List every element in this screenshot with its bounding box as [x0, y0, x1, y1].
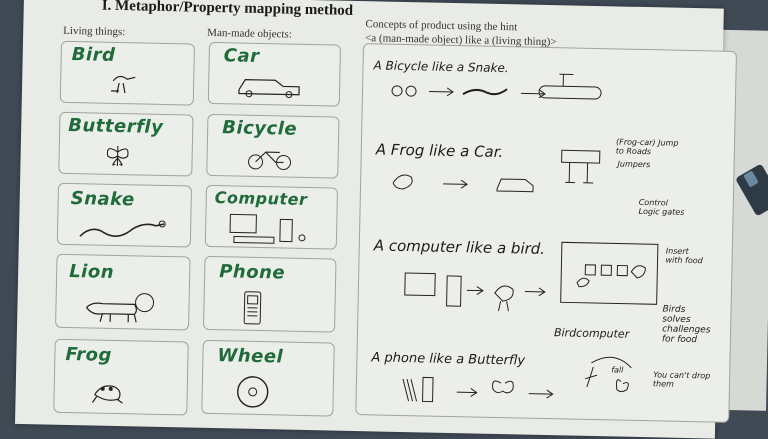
concept-4-sketch-icon	[402, 376, 554, 403]
concept-1-sentence: A Bicycle like a Snake.	[373, 58, 509, 76]
label-snake: Snake	[70, 188, 135, 211]
computer-sketch-icon	[229, 213, 306, 244]
snake-sketch-icon	[79, 220, 166, 237]
butterfly-sketch-icon	[106, 145, 129, 167]
falling-phone-sketch-icon	[584, 356, 632, 393]
card-wheel: Wheel	[201, 339, 335, 417]
bird-sketch-icon	[110, 75, 136, 94]
concept-4-note-1: fall	[611, 365, 624, 375]
concept-3-note-4: Birdcomputer	[553, 326, 630, 341]
concept-3-note-3: Birds solves challenges for food	[661, 304, 711, 346]
label-wheel: Wheel	[217, 345, 284, 368]
concept-3-sentence: A computer like a bird.	[373, 236, 546, 258]
card-phone: Phone	[203, 255, 337, 333]
label-computer: Computer	[214, 188, 308, 209]
concept-2-sentence: A Frog like a Car.	[375, 140, 504, 162]
concept-1-sketch-icon	[391, 85, 546, 99]
card-bird: Bird	[59, 40, 195, 106]
wheel-sketch-icon	[237, 376, 269, 408]
concept-3-note-2: Insert with food	[665, 246, 703, 266]
car-sketch-icon	[238, 79, 300, 99]
card-snake: Snake	[56, 182, 193, 248]
manmade-header: Man-made objects:	[207, 26, 292, 41]
concepts-box: A Bicycle like a Snake. A Frog like a Ca…	[355, 43, 737, 423]
label-lion: Lion	[68, 261, 115, 283]
label-car: Car	[223, 45, 260, 67]
label-frog: Frog	[65, 343, 113, 366]
concept-2-note-2: Jumpers	[617, 159, 651, 170]
card-frog: Frog	[53, 338, 189, 416]
card-computer: Computer	[204, 184, 339, 250]
concept-3-note-1: Control Logic gates	[638, 197, 685, 217]
label-phone: Phone	[219, 261, 286, 284]
label-butterfly: Butterfly	[68, 114, 164, 138]
card-bicycle: Bicycle	[206, 113, 340, 179]
card-butterfly: Butterfly	[58, 111, 194, 177]
card-car: Car	[207, 41, 342, 107]
card-lion: Lion	[55, 253, 191, 331]
lion-sketch-icon	[85, 293, 155, 323]
bicycle-sketch-icon	[248, 151, 292, 170]
paper-sheet: I. Metaphor/Property mapping method Livi…	[14, 0, 737, 439]
concept-4-note-2: You can't drop them	[652, 370, 711, 389]
page-title: I. Metaphor/Property mapping method	[101, 0, 354, 19]
concept-2-note-1: (Frog-car) Jump to Roads	[615, 137, 679, 157]
concept-4-sentence: A phone like a Butterfly	[371, 350, 526, 369]
concept-3-sketch-icon	[404, 272, 546, 312]
bird-computer-sketch-icon	[560, 241, 659, 305]
label-bicycle: Bicycle	[222, 117, 298, 140]
living-header: Living things:	[63, 24, 126, 39]
concept-2-sketch-icon	[392, 174, 534, 193]
frog-car-sketch-icon	[561, 149, 601, 184]
snake-bike-sketch-icon	[538, 73, 602, 100]
frog-sketch-icon	[91, 385, 123, 404]
label-bird: Bird	[71, 44, 116, 66]
phone-sketch-icon	[243, 291, 262, 325]
